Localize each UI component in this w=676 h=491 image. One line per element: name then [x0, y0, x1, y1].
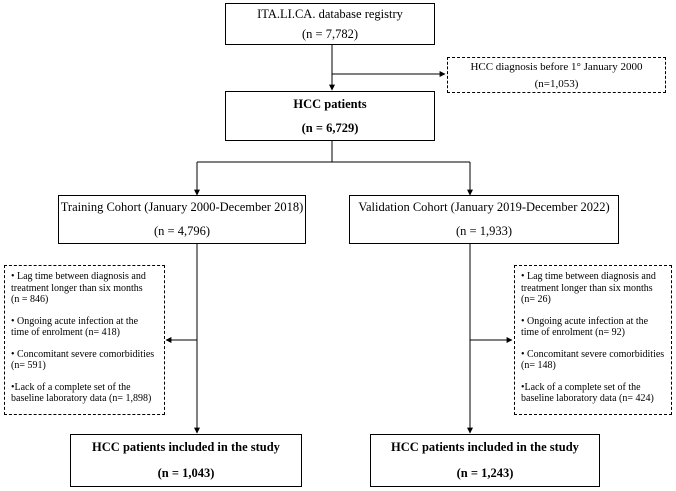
- training-cohort-box: Training Cohort (January 2000-December 2…: [58, 195, 306, 244]
- hcc-patients-box: HCC patients (n = 6,729): [225, 91, 435, 141]
- registry-title: ITA.LI.CA. database registry: [257, 6, 403, 21]
- excluded-pre2000-title: HCC diagnosis before 1° January 2000: [470, 60, 643, 73]
- training-exclusion-item: • Lag time between diagnosis and treatme…: [11, 271, 146, 305]
- validation-exclusion-item: •Lack of a complete set of the baseline …: [521, 381, 654, 405]
- validation-exclusions-box: • Lag time between diagnosis and treatme…: [514, 265, 672, 415]
- validation-final-count: (n = 1,243): [456, 465, 514, 480]
- registry-count: (n = 7,782): [302, 26, 358, 41]
- training-final-count: (n = 1,043): [157, 465, 215, 480]
- validation-cohort-count: (n = 1,933): [456, 223, 512, 238]
- training-exclusion-item: • Concomitant severe comorbidities (n= 5…: [11, 348, 155, 372]
- validation-exclusion-item: • Concomitant severe comorbidities (n= 1…: [521, 348, 665, 372]
- training-final-box: HCC patients included in the study (n = …: [70, 434, 302, 487]
- training-cohort-title: Training Cohort (January 2000-December 2…: [60, 200, 304, 215]
- validation-final-title: HCC patients included in the study: [391, 440, 579, 455]
- excluded-pre2000-box: HCC diagnosis before 1° January 2000 (n=…: [447, 57, 666, 93]
- validation-cohort-box: Validation Cohort (January 2019-December…: [349, 195, 619, 244]
- training-exclusion-item: • Ongoing acute infection at the time of…: [11, 315, 139, 339]
- excluded-pre2000-count: (n=1,053): [534, 77, 579, 90]
- training-cohort-count: (n = 4,796): [154, 223, 210, 238]
- validation-cohort-title: Validation Cohort (January 2019-December…: [358, 200, 610, 215]
- validation-exclusion-item: • Lag time between diagnosis and treatme…: [521, 271, 656, 305]
- training-final-title: HCC patients included in the study: [92, 440, 280, 455]
- registry-box: ITA.LI.CA. database registry (n = 7,782): [225, 3, 435, 45]
- validation-exclusion-item: • Ongoing acute infection at the time of…: [521, 315, 649, 339]
- validation-final-box: HCC patients included in the study (n = …: [370, 434, 600, 487]
- training-exclusion-item: •Lack of a complete set of the baseline …: [11, 381, 152, 405]
- hcc-patients-count: (n = 6,729): [301, 120, 359, 135]
- hcc-patients-title: HCC patients: [293, 96, 367, 111]
- training-exclusions-box: • Lag time between diagnosis and treatme…: [4, 265, 165, 415]
